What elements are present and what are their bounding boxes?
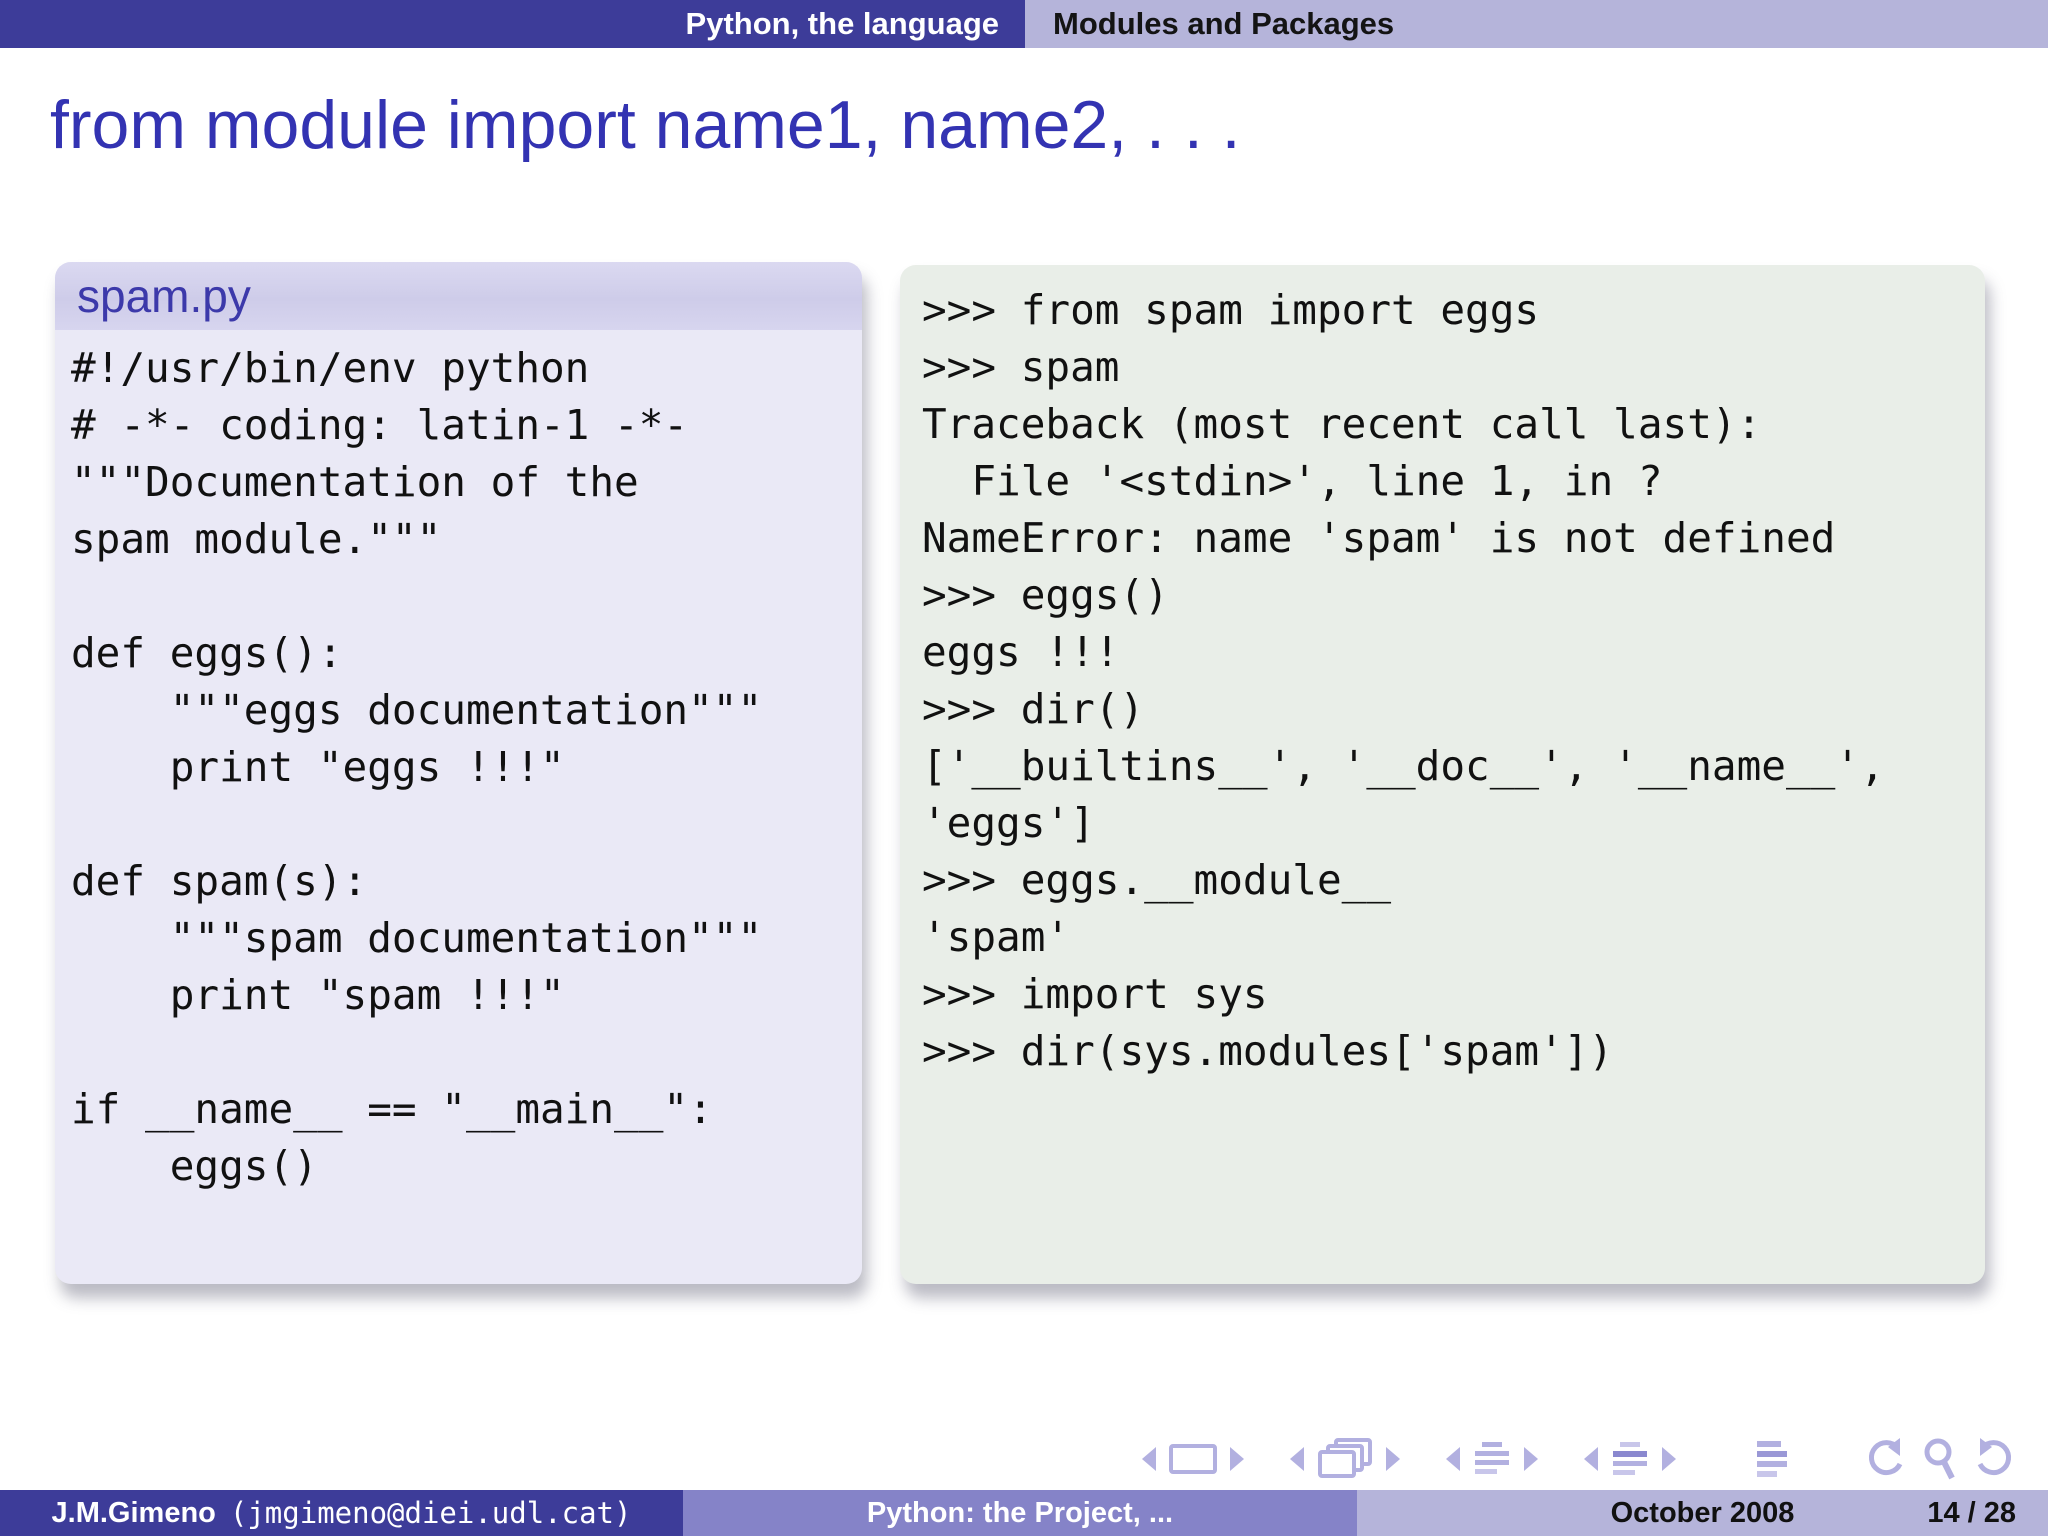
slide-icon[interactable]	[1168, 1441, 1218, 1477]
prev-slide-icon[interactable]	[1140, 1446, 1156, 1472]
prev-section-icon[interactable]	[1444, 1446, 1460, 1472]
document-outline-icon[interactable]	[1749, 1437, 1789, 1481]
frames-icon[interactable]	[1316, 1437, 1374, 1481]
code-line: >>> spam	[922, 343, 1120, 391]
subsection-nav-group	[1582, 1439, 1678, 1479]
code-line: def eggs():	[71, 629, 343, 677]
code-line: eggs !!!	[922, 628, 1120, 676]
footer-page-number: 14 / 28	[1927, 1496, 2016, 1529]
headline-subsection: Modules and Packages	[1025, 0, 2048, 48]
code-block-spam-py: spam.py #!/usr/bin/env python # -*- codin…	[55, 262, 862, 1284]
footer-author-cell: J.M.Gimeno (jmgimeno@diei.udl.cat)	[0, 1490, 683, 1536]
code-line	[71, 568, 846, 625]
code-line	[71, 796, 846, 853]
footer-date-cell: October 2008 14 / 28	[1357, 1490, 2048, 1536]
code-line: >>> dir()	[922, 685, 1145, 733]
code-line: print "spam !!!"	[71, 971, 565, 1019]
code-line: eggs()	[71, 1142, 318, 1190]
headline-section: Python, the language	[0, 0, 1025, 48]
frame-nav-group	[1288, 1437, 1402, 1481]
code-line	[71, 1024, 846, 1081]
prev-subsection-icon[interactable]	[1582, 1446, 1598, 1472]
next-slide-icon[interactable]	[1230, 1446, 1246, 1472]
next-frame-icon[interactable]	[1386, 1446, 1402, 1472]
code-line: NameError: name 'spam' is not defined	[922, 514, 1836, 562]
forward-icon[interactable]	[1972, 1436, 2020, 1482]
footer-email: (jmgimeno@diei.udl.cat)	[229, 1496, 632, 1530]
code-line: >>> eggs()	[922, 571, 1169, 619]
code-line: # -*- coding: latin-1 -*-	[71, 401, 689, 449]
footer-short-title: Python: the Project, ...	[866, 1496, 1174, 1529]
code-line: print "eggs !!!"	[71, 743, 565, 791]
footer-title-cell: Python: the Project, ...	[683, 1490, 1357, 1536]
headline: Python, the language Modules and Package…	[0, 0, 2048, 48]
code-line: """Documentation of the	[71, 458, 639, 506]
footline: J.M.Gimeno (jmgimeno@diei.udl.cat) Pytho…	[0, 1490, 2048, 1536]
footer-date: October 2008	[1610, 1496, 1795, 1529]
headline-subsection-label: Modules and Packages	[1053, 6, 1395, 41]
frame-title: from module import name1, name2, . . .	[50, 87, 1241, 163]
back-icon[interactable]	[1860, 1436, 1908, 1482]
code-line: File '<stdin>', line 1, in ?	[922, 457, 1663, 505]
headline-section-label: Python, the language	[685, 6, 999, 41]
section-list-icon[interactable]	[1472, 1439, 1512, 1479]
code-line: >>> import sys	[922, 970, 1268, 1018]
code-line: #!/usr/bin/env python	[71, 344, 590, 392]
subsection-list-icon[interactable]	[1610, 1439, 1650, 1479]
history-search-group	[1860, 1436, 2020, 1482]
code-line: ['__builtins__', '__doc__', '__name__',	[922, 742, 1885, 790]
code-line: """eggs documentation"""	[71, 686, 763, 734]
next-section-icon[interactable]	[1524, 1446, 1540, 1472]
code-line: >>> eggs.__module__	[922, 856, 1391, 904]
code-line: """spam documentation"""	[71, 914, 763, 962]
prev-frame-icon[interactable]	[1288, 1446, 1304, 1472]
code-line: >>> from spam import eggs	[922, 286, 1540, 334]
code-line: def spam(s):	[71, 857, 368, 905]
code-block-body: #!/usr/bin/env python # -*- coding: latin…	[55, 330, 862, 1205]
slide-nav-group	[1140, 1441, 1246, 1477]
code-block-title: spam.py	[77, 270, 251, 322]
code-line: >>> dir(sys.modules['spam'])	[922, 1027, 1614, 1075]
code-line: Traceback (most recent call last):	[922, 400, 1762, 448]
code-block-header: spam.py	[55, 262, 862, 330]
code-line: 'eggs']	[922, 799, 1095, 847]
footer-author: J.M.Gimeno	[51, 1496, 216, 1529]
navigation-bar	[1140, 1436, 2020, 1482]
code-line: 'spam'	[922, 913, 1071, 961]
code-line: spam module."""	[71, 515, 442, 563]
code-line: if __name__ == "__main__":	[71, 1085, 713, 1133]
search-icon[interactable]	[1920, 1436, 1960, 1482]
next-subsection-icon[interactable]	[1662, 1446, 1678, 1472]
section-nav-group	[1444, 1439, 1540, 1479]
